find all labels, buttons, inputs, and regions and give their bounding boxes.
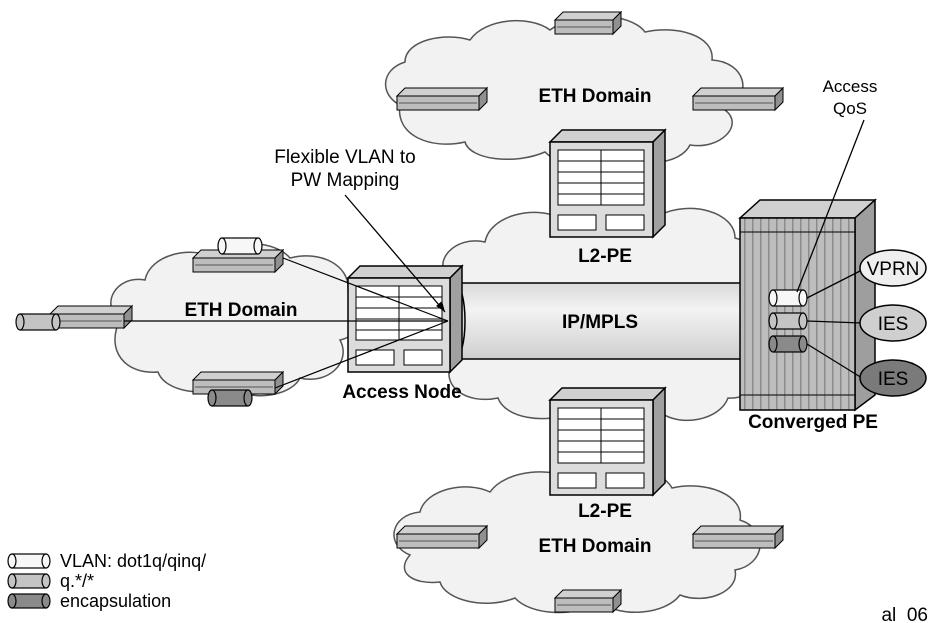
l2pe-top-label: L2-PE (578, 246, 632, 267)
service-vprn-label: VPRN (867, 259, 920, 280)
access-qos-cylinders (768, 289, 808, 353)
eth-domain-left-label: ETH Domain (185, 300, 298, 321)
vlan-cylinder-dark (768, 335, 808, 353)
cloud-top (384, 15, 744, 166)
converged-pe-rack (738, 198, 877, 412)
ip-mpls-label: IP/MPLS (562, 312, 638, 333)
switch-bottom-1 (395, 524, 489, 550)
flexible-mapping-line1: Flexible VLAN to (274, 147, 416, 168)
service-ies-1-label: IES (878, 314, 909, 335)
legend-cylinder-dark (7, 593, 51, 609)
legend-cylinder-mid (7, 573, 51, 589)
legend: VLAN: dot1q/qinq/ q.*/* encapsulation (7, 551, 206, 611)
switch-bottom-3 (553, 588, 623, 614)
legend-line2: q.*/* (60, 571, 94, 591)
flexible-mapping-line2: PW Mapping (291, 170, 400, 191)
switch-top-3 (691, 86, 785, 112)
access-node-router (346, 264, 464, 374)
service-ies-1: IES (859, 304, 927, 342)
figure-id-label: al_063 (881, 605, 928, 623)
legend-line1: VLAN: dot1q/qinq/ (60, 551, 206, 571)
eth-domain-bottom-label: ETH Domain (539, 536, 652, 557)
vlan-cylinder-mid (768, 312, 808, 330)
legend-line3: encapsulation (60, 591, 171, 611)
l2pe-top-router (548, 128, 667, 239)
vlan-cylinder-light (768, 289, 808, 307)
service-vprn: VPRN (859, 249, 927, 287)
switch-bottom-2 (691, 524, 785, 550)
converged-pe-label: Converged PE (748, 412, 878, 433)
switch-left-bottom (191, 370, 285, 396)
cylinder-left-top-light (217, 237, 263, 255)
l2pe-bottom-label: L2-PE (578, 501, 632, 522)
switch-top-1 (553, 10, 623, 36)
cylinder-left-mid (15, 313, 61, 331)
service-ies-2: IES (859, 359, 927, 397)
switch-top-2 (395, 86, 489, 112)
l2pe-bottom-router (548, 386, 667, 497)
access-qos-line2: QoS (833, 99, 867, 118)
switch-left-mid (48, 304, 134, 330)
cylinder-left-bottom-dark (207, 389, 253, 407)
service-ies-2-label: IES (878, 369, 909, 390)
access-qos-line1: Access (823, 77, 878, 96)
access-node-label: Access Node (342, 382, 461, 403)
eth-domain-top-label: ETH Domain (539, 86, 652, 107)
legend-cylinder-light (7, 553, 51, 569)
